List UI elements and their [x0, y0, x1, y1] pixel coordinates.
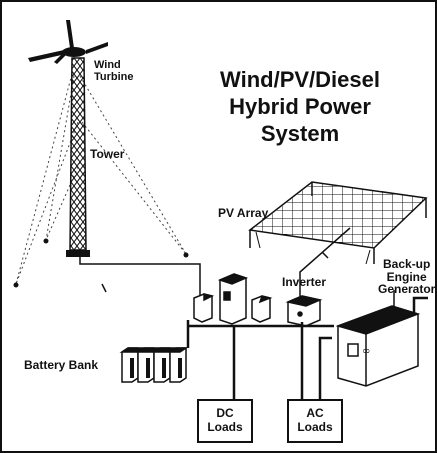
title-line-2: Hybrid Power: [229, 94, 371, 119]
title-line-1: Wind/PV/Diesel: [220, 67, 380, 92]
battery-bank: [119, 347, 189, 383]
tower-cable: [79, 257, 201, 307]
label-pv-array: PV Array: [218, 206, 269, 220]
ac-loads-box: [287, 399, 343, 443]
wind-turbine: [28, 20, 108, 64]
pv-cable: [299, 227, 351, 298]
svg-text:∞: ∞: [362, 346, 370, 357]
label-ac-loads: AC Loads: [297, 406, 333, 434]
dc-loads-box: [197, 399, 253, 443]
guy-wires: [15, 73, 187, 285]
charge-controllers: [193, 273, 273, 325]
label-wind-turbine: Wind Turbine: [94, 59, 134, 83]
label-dc-loads: DC Loads: [207, 406, 243, 434]
tower: [66, 57, 90, 257]
guy-anchors: [13, 238, 189, 288]
label-tower: Tower: [90, 147, 125, 161]
label-backup-generator: Back-up Engine Generator: [378, 257, 436, 297]
title-line-3: System: [260, 121, 340, 146]
label-inverter: Inverter: [282, 275, 327, 289]
label-battery-bank: Battery Bank: [24, 358, 99, 372]
diagram-title: Wind/PV/Diesel Hybrid Power System: [190, 66, 410, 147]
generator: ∞: [335, 290, 421, 387]
pv-array: [248, 181, 428, 265]
inverter: [285, 295, 323, 327]
wiring: [186, 296, 428, 400]
